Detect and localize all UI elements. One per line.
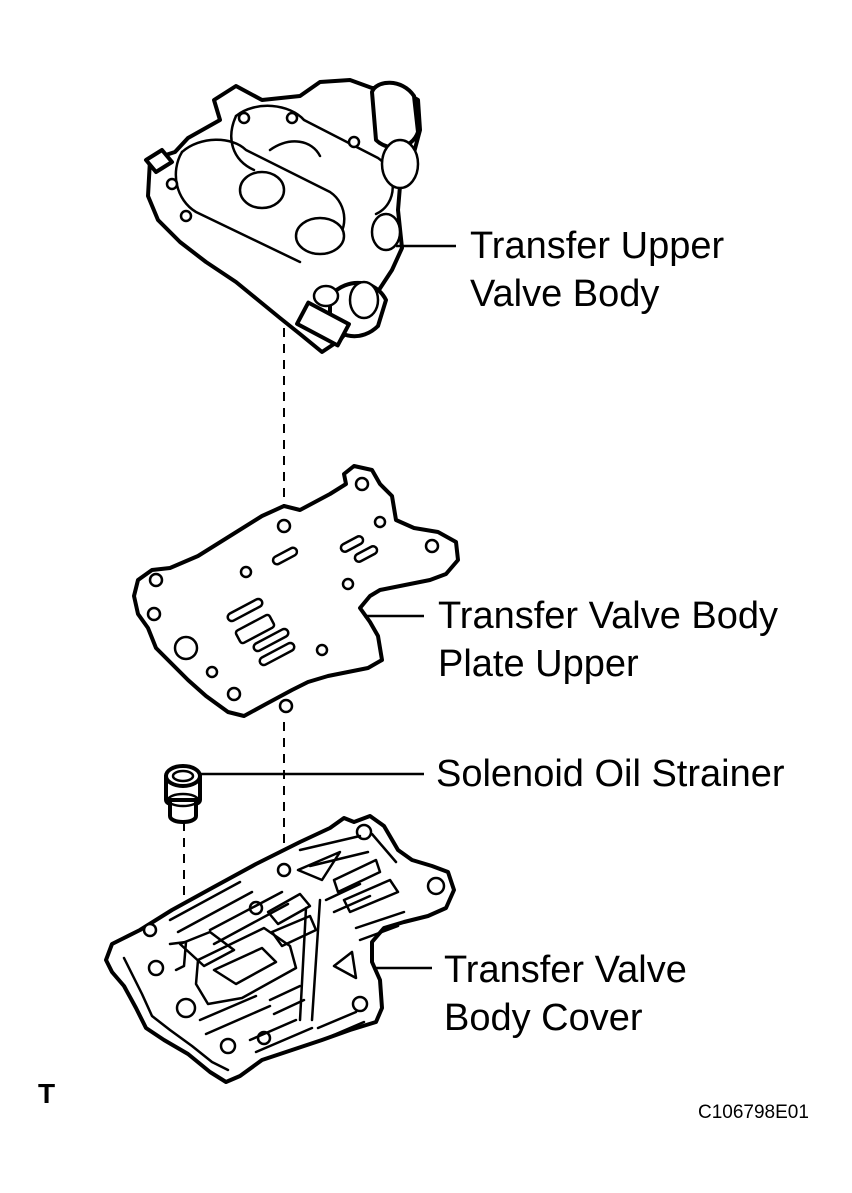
- solenoid-oil-strainer: [164, 764, 202, 824]
- label-plate-upper: Transfer Valve Body Plate Upper: [438, 592, 778, 688]
- figure-code: C106798E01: [698, 1102, 809, 1123]
- label-upper-valve-body-line1: Transfer Upper: [470, 225, 725, 267]
- label-body-cover: Transfer Valve Body Cover: [444, 946, 687, 1042]
- label-plate-upper-line2: Plate Upper: [438, 643, 639, 685]
- corner-mark: T: [38, 1078, 56, 1109]
- label-plate-upper-line1: Transfer Valve Body: [438, 595, 779, 637]
- transfer-upper-valve-body: [144, 78, 422, 354]
- label-upper-valve-body-line2: Valve Body: [470, 273, 660, 315]
- label-oil-strainer-line1: Solenoid Oil Strainer: [436, 753, 785, 795]
- label-body-cover-line1: Transfer Valve: [444, 949, 687, 991]
- label-oil-strainer: Solenoid Oil Strainer: [436, 750, 785, 798]
- transfer-valve-body-cover: [104, 814, 456, 1084]
- label-upper-valve-body: Transfer Upper Valve Body: [470, 222, 724, 318]
- label-body-cover-line2: Body Cover: [444, 997, 643, 1039]
- transfer-valve-body-plate-upper: [132, 464, 460, 718]
